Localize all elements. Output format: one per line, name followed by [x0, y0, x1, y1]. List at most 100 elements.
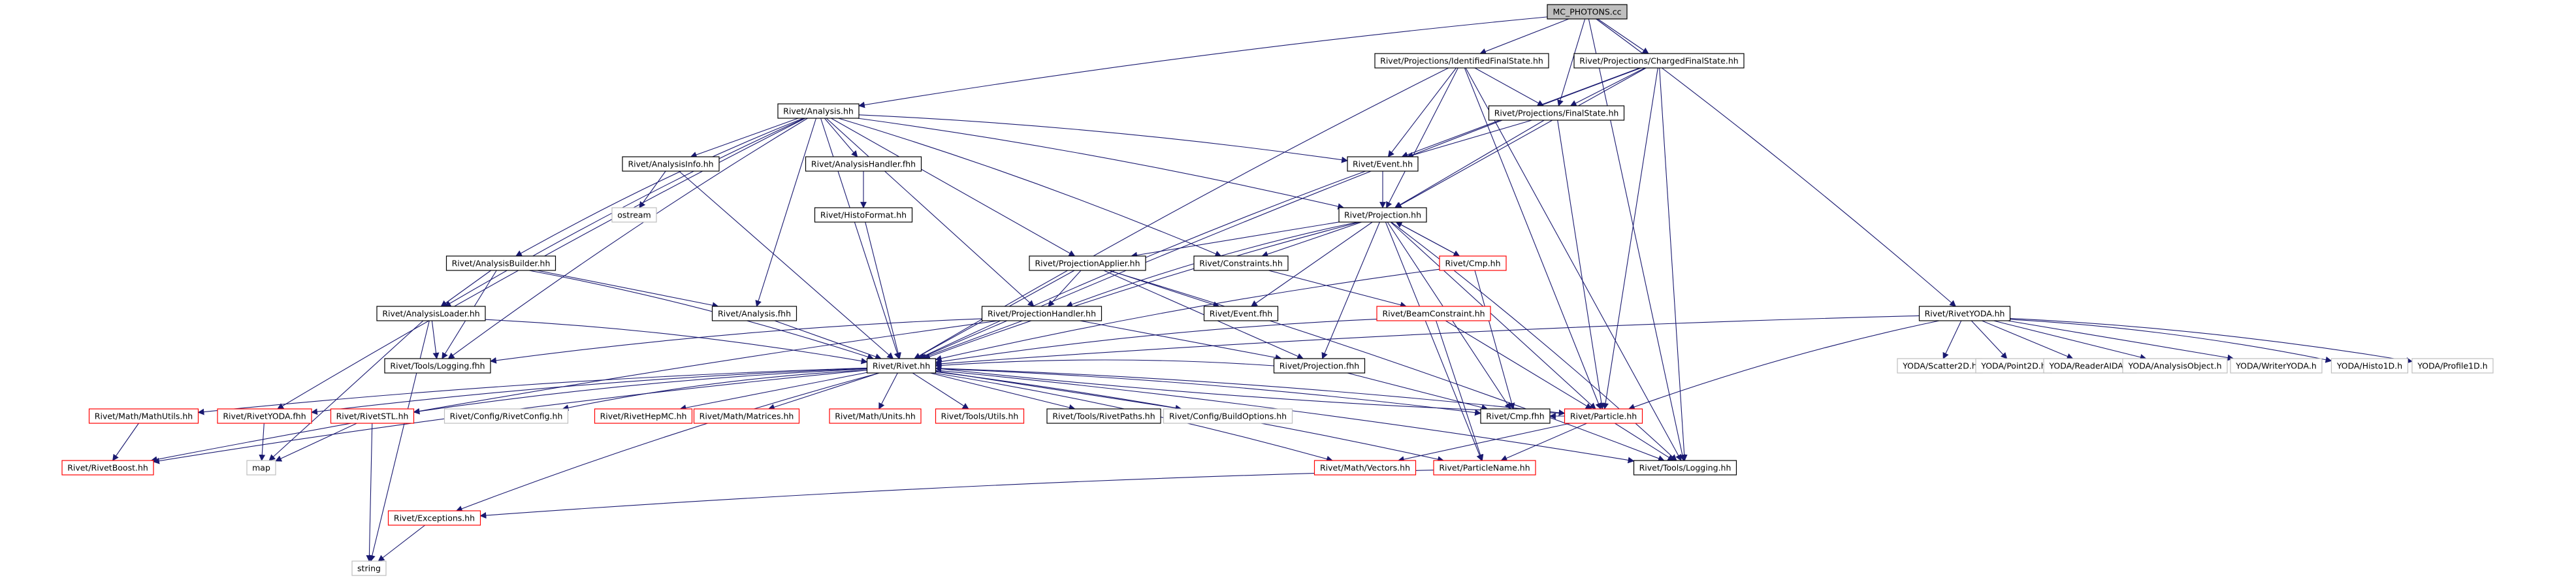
node-constraints[interactable]: Rivet/Constraints.hh — [1193, 255, 1289, 271]
node-phandler[interactable]: Rivet/ProjectionHandler.hh — [981, 306, 1103, 321]
edge-aloader-to-logfhh — [431, 320, 440, 359]
node-event[interactable]: Rivet/Event.hh — [1347, 156, 1419, 172]
node-label: Rivet/Cmp.hh — [1445, 259, 1500, 268]
node-box — [1163, 408, 1293, 424]
edge-phandler-to-projfhh — [1080, 320, 1282, 361]
node-string[interactable]: string — [351, 560, 387, 576]
node-label: Rivet/Projections/FinalState.hh — [1494, 108, 1619, 118]
node-afhh[interactable]: Rivet/Analysis.fhh — [711, 306, 797, 321]
edge-idfs-to-fs — [1474, 67, 1544, 106]
node-toolsutils[interactable]: Rivet/Tools/Utils.hh — [935, 408, 1025, 424]
node-rivetpaths[interactable]: Rivet/Tools/RivetPaths.hh — [1046, 408, 1161, 424]
node-box — [384, 358, 491, 374]
node-exceptions[interactable]: Rivet/Exceptions.hh — [387, 510, 481, 526]
edge-rivetyoda-to-rivethh — [935, 315, 1920, 367]
node-box — [443, 408, 569, 424]
node-label: MC_PHOTONS.cc — [1553, 7, 1621, 17]
node-label: Rivet/ParticleName.hh — [1439, 463, 1530, 473]
node-matrices[interactable]: Rivet/Math/Matrices.hh — [693, 408, 800, 424]
edge-fs-to-projection — [1394, 120, 1545, 208]
node-mathutils[interactable]: Rivet/Math/MathUtils.hh — [88, 408, 199, 424]
node-map[interactable]: map — [246, 460, 276, 476]
node-hepmc[interactable]: Rivet/RivetHepMC.hh — [594, 408, 693, 424]
node-rconfig[interactable]: Rivet/Config/RivetConfig.hh — [443, 408, 569, 424]
node-label: ostream — [617, 210, 651, 220]
node-point2d[interactable]: YODA/Point2D.h — [1975, 358, 2052, 374]
node-writeryoda[interactable]: YODA/WriterYODA.h — [2230, 358, 2323, 374]
edge-phandler-to-logfhh — [490, 318, 982, 364]
node-fs[interactable]: Rivet/Projections/FinalState.hh — [1488, 105, 1625, 121]
node-rstl[interactable]: Rivet/RivetSTL.hh — [330, 408, 415, 424]
edge-abuilder-to-afhh — [537, 270, 719, 309]
node-box — [1573, 53, 1745, 69]
node-particle[interactable]: Rivet/Particle.hh — [1564, 408, 1643, 424]
node-chfs[interactable]: Rivet/Projections/ChargedFinalState.hh — [1573, 53, 1745, 69]
node-ryodafhh[interactable]: Rivet/RivetYODA.fhh — [217, 408, 312, 424]
node-label: Rivet/Analysis.fhh — [718, 309, 791, 319]
node-ahandler[interactable]: Rivet/AnalysisHandler.fhh — [805, 156, 922, 172]
edge-rivetyoda-to-point2d — [1971, 320, 2008, 359]
node-box — [351, 560, 387, 576]
node-box — [611, 207, 657, 223]
node-vectors[interactable]: Rivet/Math/Vectors.hh — [1313, 460, 1417, 476]
edge-rivetyoda-to-histo1d — [2010, 319, 2332, 363]
node-label: Rivet/BeamConstraint.hh — [1382, 309, 1485, 319]
edge-fs-to-particle — [1557, 120, 1605, 410]
node-box — [594, 408, 693, 424]
node-box — [61, 460, 154, 476]
node-buildopts[interactable]: Rivet/Config/BuildOptions.hh — [1163, 408, 1293, 424]
node-ainfo[interactable]: Rivet/AnalysisInfo.hh — [622, 156, 720, 172]
node-label: Rivet/Config/BuildOptions.hh — [1169, 412, 1287, 421]
node-cmphh[interactable]: Rivet/Cmp.hh — [1439, 255, 1507, 271]
node-rboost[interactable]: Rivet/RivetBoost.hh — [61, 460, 154, 476]
edge-fs-to-event — [1406, 120, 1532, 159]
node-aloader[interactable]: Rivet/AnalysisLoader.hh — [376, 306, 486, 321]
edge-analysis-to-projection — [857, 118, 1345, 210]
edge-phandler-to-rivethh — [920, 320, 1023, 360]
edge-analysis-to-constraints — [838, 118, 1222, 257]
edge-particle-to-rivethh — [935, 365, 1565, 414]
node-box — [1203, 306, 1279, 321]
node-logfhh[interactable]: Rivet/Tools/Logging.fhh — [384, 358, 491, 374]
node-analysis[interactable]: Rivet/Analysis.hh — [777, 103, 860, 119]
node-readeraida[interactable]: YODA/ReaderAIDA.h — [2043, 358, 2137, 374]
node-units[interactable]: Rivet/Math/Units.hh — [829, 408, 922, 424]
edge-analysis-to-afhh — [755, 118, 817, 307]
node-profile1d[interactable]: YODA/Profile1D.h — [2411, 358, 2494, 374]
edge-chfs-to-fs — [1570, 67, 1645, 106]
node-abuilder[interactable]: Rivet/AnalysisBuilder.hh — [445, 255, 556, 271]
edge-rivetyoda-to-writeryoda — [2007, 320, 2234, 361]
node-ostream[interactable]: ostream — [611, 207, 657, 223]
node-projfhh[interactable]: Rivet/Projection.fhh — [1273, 358, 1366, 374]
node-label: Rivet/Projection.fhh — [1280, 361, 1359, 371]
node-rivethh[interactable]: Rivet/Rivet.hh — [866, 358, 937, 374]
node-root[interactable]: MC_PHOTONS.cc — [1547, 4, 1628, 20]
node-scatter[interactable]: YODA/Scatter2D.h — [1897, 358, 1983, 374]
edge-projection-to-papplier — [1131, 221, 1340, 259]
edge-rivetyoda-to-scatter — [1942, 320, 1962, 359]
node-label: YODA/Scatter2D.h — [1902, 361, 1977, 371]
node-projection[interactable]: Rivet/Projection.hh — [1338, 207, 1427, 223]
node-cmpfhh[interactable]: Rivet/Cmp.fhh — [1480, 408, 1551, 424]
node-logginghh[interactable]: Rivet/Tools/Logging.hh — [1633, 460, 1737, 476]
edge-chfs-to-projection — [1394, 67, 1647, 208]
node-idfs[interactable]: Rivet/Projections/IdentifiedFinalState.h… — [1374, 53, 1549, 69]
node-label: Rivet/Exceptions.hh — [394, 513, 475, 523]
node-pname[interactable]: Rivet/ParticleName.hh — [1433, 460, 1536, 476]
node-beam[interactable]: Rivet/BeamConstraint.hh — [1376, 306, 1491, 321]
edge-aloader-to-map — [268, 320, 424, 461]
node-rivetyoda[interactable]: Rivet/RivetYODA.hh — [1918, 306, 2011, 321]
node-label: YODA/WriterYODA.h — [2235, 361, 2317, 371]
node-eventfhh[interactable]: Rivet/Event.fhh — [1203, 306, 1279, 321]
node-label: Rivet/Projections/ChargedFinalState.hh — [1579, 56, 1738, 66]
node-histo1d[interactable]: YODA/Histo1D.h — [2330, 358, 2409, 374]
node-label: Rivet/RivetYODA.fhh — [223, 412, 306, 421]
node-papplier[interactable]: Rivet/ProjectionApplier.hh — [1029, 255, 1146, 271]
edge-projection-to-rivethh — [924, 221, 1360, 360]
node-box — [217, 408, 312, 424]
node-box — [246, 460, 276, 476]
edge-papplier-to-projfhh — [1103, 270, 1304, 359]
node-histofmt[interactable]: Rivet/HistoFormat.hh — [814, 207, 913, 223]
node-aobject[interactable]: YODA/AnalysisObject.h — [2122, 358, 2228, 374]
edge-projfhh-to-rivethh — [935, 359, 1274, 369]
